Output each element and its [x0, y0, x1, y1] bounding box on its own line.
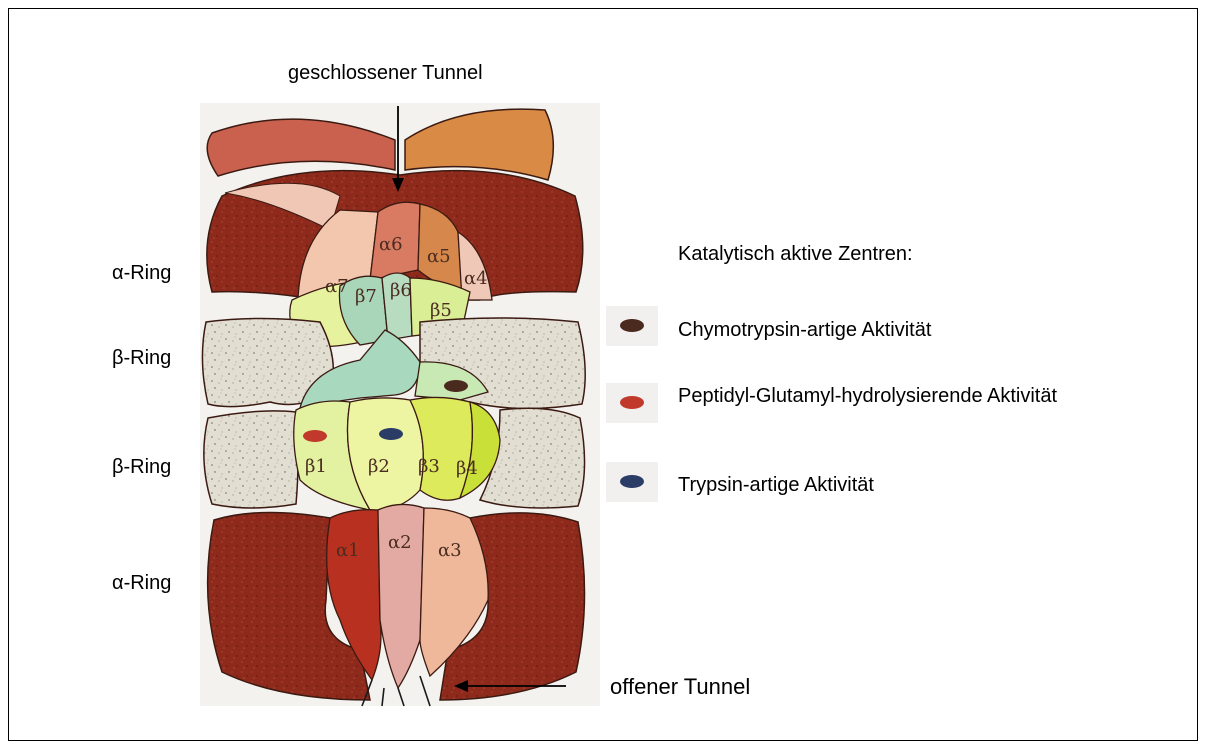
legend-title: Katalytisch aktive Zentren: [678, 243, 913, 266]
legend-label-trypsin: Trypsin-artige Aktivität [678, 474, 874, 496]
label-beta5: β5 [430, 300, 452, 321]
legend-dot-trypsin [620, 475, 644, 488]
label-alpha6: α6 [379, 234, 403, 255]
legend-label-peptidyl: Peptidyl-Glutamyl-hydrolysierende Aktivi… [678, 385, 1058, 407]
label-alpha7: α7 [325, 276, 349, 297]
legend-swatch-chymotrypsin [606, 306, 658, 346]
active-site-dot-beta5 [444, 380, 468, 392]
label-beta2: β2 [368, 456, 390, 477]
label-alpha3: α3 [438, 540, 462, 561]
legend-dot-chymotrypsin [620, 319, 644, 332]
label-beta6: β6 [390, 280, 412, 301]
label-alpha2: α2 [388, 532, 412, 553]
label-beta1: β1 [305, 456, 327, 477]
label-beta4: β4 [456, 458, 478, 479]
legend-swatch-trypsin [606, 462, 658, 502]
label-alpha1: α1 [336, 540, 360, 561]
legend-dot-peptidyl [620, 396, 644, 409]
active-site-dot-beta1 [303, 430, 327, 442]
label-alpha5: α5 [427, 246, 451, 267]
label-beta3: β3 [418, 456, 440, 477]
label-beta7: β7 [355, 286, 377, 307]
legend-swatch-peptidyl [606, 383, 658, 423]
active-site-dot-beta2 [379, 428, 403, 440]
legend-label-chymotrypsin: Chymotrypsin-artige Aktivität [678, 319, 931, 341]
label-alpha4: α4 [464, 268, 488, 289]
beta-ring-lower-left [204, 411, 298, 508]
